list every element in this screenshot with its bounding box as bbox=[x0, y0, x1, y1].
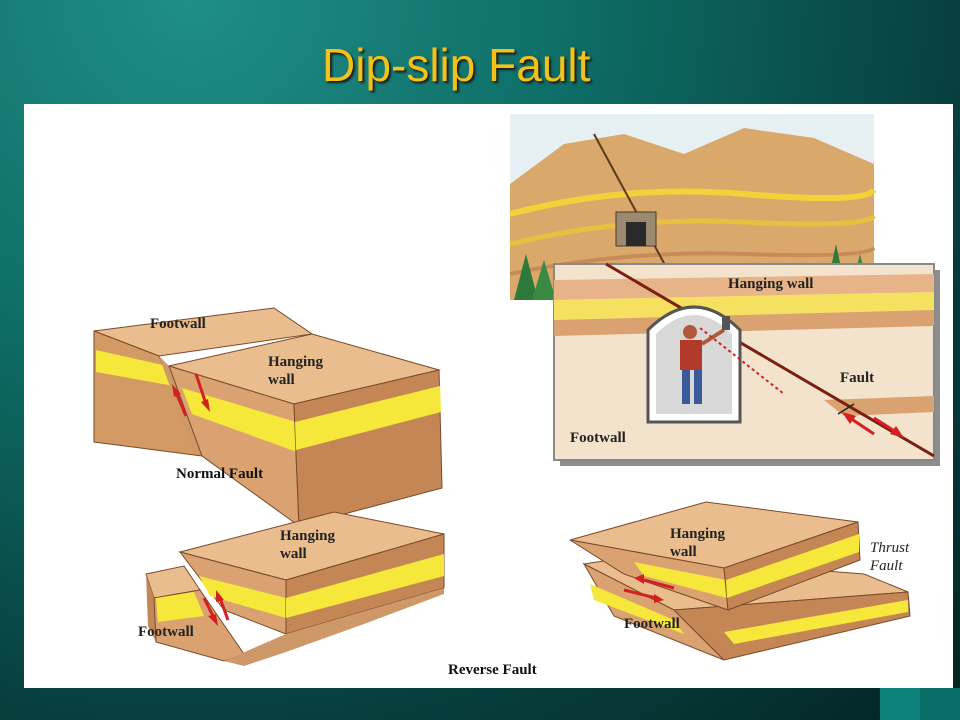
thrust-hanging-wall-label-line2: wall bbox=[670, 544, 697, 560]
thrust-hanging-wall-label-line1: Hanging bbox=[670, 526, 726, 542]
normal-hanging-wall-label-line1: Hanging bbox=[268, 354, 324, 370]
thrust-footwall-label: Footwall bbox=[624, 616, 680, 632]
mine-hanging-wall-label: Hanging wall bbox=[728, 276, 813, 292]
reverse-hanging-wall-label-line2: wall bbox=[280, 546, 307, 562]
reverse-fault-caption: Reverse Fault bbox=[448, 662, 537, 678]
corner-decoration bbox=[880, 688, 960, 720]
fault-diagram: Footwall Hanging wall Normal Fault bbox=[93, 114, 940, 678]
slide-title: Dip-slip Fault bbox=[322, 39, 591, 91]
thrust-fault-label-line1: Thrust bbox=[870, 540, 910, 556]
reverse-footwall-label: Footwall bbox=[138, 624, 194, 640]
reverse-hanging-wall-label-line1: Hanging bbox=[280, 528, 336, 544]
diagram-panel: Footwall Hanging wall Normal Fault bbox=[24, 104, 953, 688]
thrust-fault-block bbox=[569, 501, 911, 661]
normal-fault-caption: Normal Fault bbox=[176, 466, 263, 482]
mine-footwall-label: Footwall bbox=[570, 430, 626, 446]
normal-fault-block bbox=[93, 307, 443, 528]
mine-fault-label: Fault bbox=[840, 370, 874, 386]
thrust-fault-label-line2: Fault bbox=[869, 558, 903, 574]
normal-hanging-wall-label-line2: wall bbox=[268, 372, 295, 388]
normal-footwall-label: Footwall bbox=[150, 316, 206, 332]
reverse-fault-block bbox=[145, 511, 445, 666]
mine-cross-section bbox=[553, 262, 940, 466]
